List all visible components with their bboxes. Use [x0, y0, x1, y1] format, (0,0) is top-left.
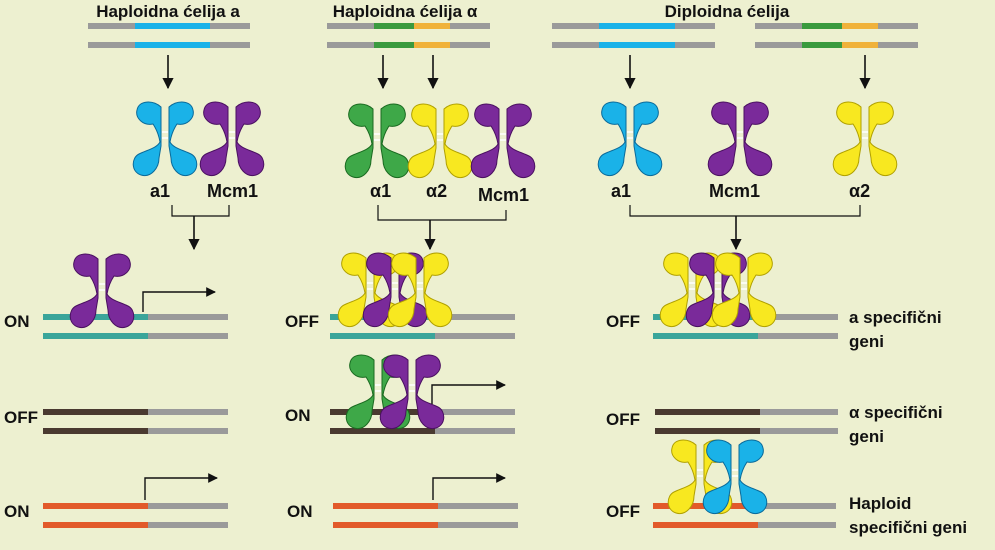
state-label: OFF — [285, 312, 319, 331]
transcription-arrow-icon — [432, 473, 506, 500]
state-label: OFF — [606, 502, 640, 521]
complex-formation-brackets — [171, 205, 861, 251]
protein-alpha2-icon — [407, 103, 473, 179]
state-label: ON — [287, 502, 313, 521]
label-a1: a1 — [150, 181, 170, 201]
gene-row-alpha-specific-col2 — [330, 354, 515, 434]
column-title-haploid-alpha: Haploidna ćelija α — [333, 2, 478, 21]
label-a1: a1 — [611, 181, 631, 201]
bound-a1-icon — [702, 439, 768, 515]
label-alpha2: α2 — [426, 181, 447, 201]
state-label: ON — [285, 406, 311, 425]
protein-alpha2-icon — [832, 101, 898, 177]
gene-label-a-specific: geni — [849, 332, 884, 351]
state-label: OFF — [606, 312, 640, 331]
gene-label-a-specific: a specifični — [849, 308, 942, 327]
protein-a1-icon — [597, 101, 663, 177]
gene-row-alpha-specific-col1 — [43, 409, 228, 434]
locus-diploid-alpha — [755, 23, 918, 48]
gene-row-a-specific-col3 — [653, 252, 838, 339]
protein-mcm1-icon — [199, 101, 265, 177]
label-mcm1: Mcm1 — [207, 181, 258, 201]
state-label: OFF — [4, 408, 38, 427]
locus-haploid-alpha — [327, 23, 490, 48]
state-label: ON — [4, 312, 30, 331]
gene-row-a-specific-col1 — [43, 253, 228, 339]
transcription-arrow-icon — [144, 473, 218, 500]
transcription-arrow-icon — [142, 287, 216, 312]
gene-label-haploid-specific: Haploid — [849, 494, 911, 513]
gene-label-haploid-specific: specifični geni — [849, 518, 967, 537]
state-label: OFF — [606, 410, 640, 429]
label-alpha1: α1 — [370, 181, 391, 201]
label-mcm1: Mcm1 — [478, 185, 529, 205]
locus-diploid-a — [552, 23, 715, 48]
gene-row-haploid-specific-col3 — [653, 439, 836, 528]
gene-row-alpha-specific-col3 — [655, 409, 838, 434]
locus-haploid-a — [88, 23, 250, 48]
protein-mcm1-icon — [707, 101, 773, 177]
gene-row-haploid-specific-col2 — [333, 473, 518, 528]
gene-label-alpha-specific: geni — [849, 427, 884, 446]
protein-alpha1-icon — [344, 103, 410, 179]
protein-a1-icon — [132, 101, 198, 177]
expression-arrows — [162, 55, 871, 90]
gene-row-haploid-specific-col1 — [43, 473, 228, 528]
transcription-arrow-icon — [431, 380, 506, 404]
label-alpha2: α2 — [849, 181, 870, 201]
column-title-haploid-a: Haploidna ćelija a — [96, 2, 240, 21]
gene-label-alpha-specific: α specifični — [849, 403, 943, 422]
label-mcm1: Mcm1 — [709, 181, 760, 201]
bound-mcm1-icon — [379, 354, 445, 430]
gene-row-a-specific-col2 — [330, 252, 515, 339]
column-title-diploid: Diploidna ćelija — [665, 2, 790, 21]
state-label: ON — [4, 502, 30, 521]
protein-mcm1-icon — [470, 103, 536, 179]
